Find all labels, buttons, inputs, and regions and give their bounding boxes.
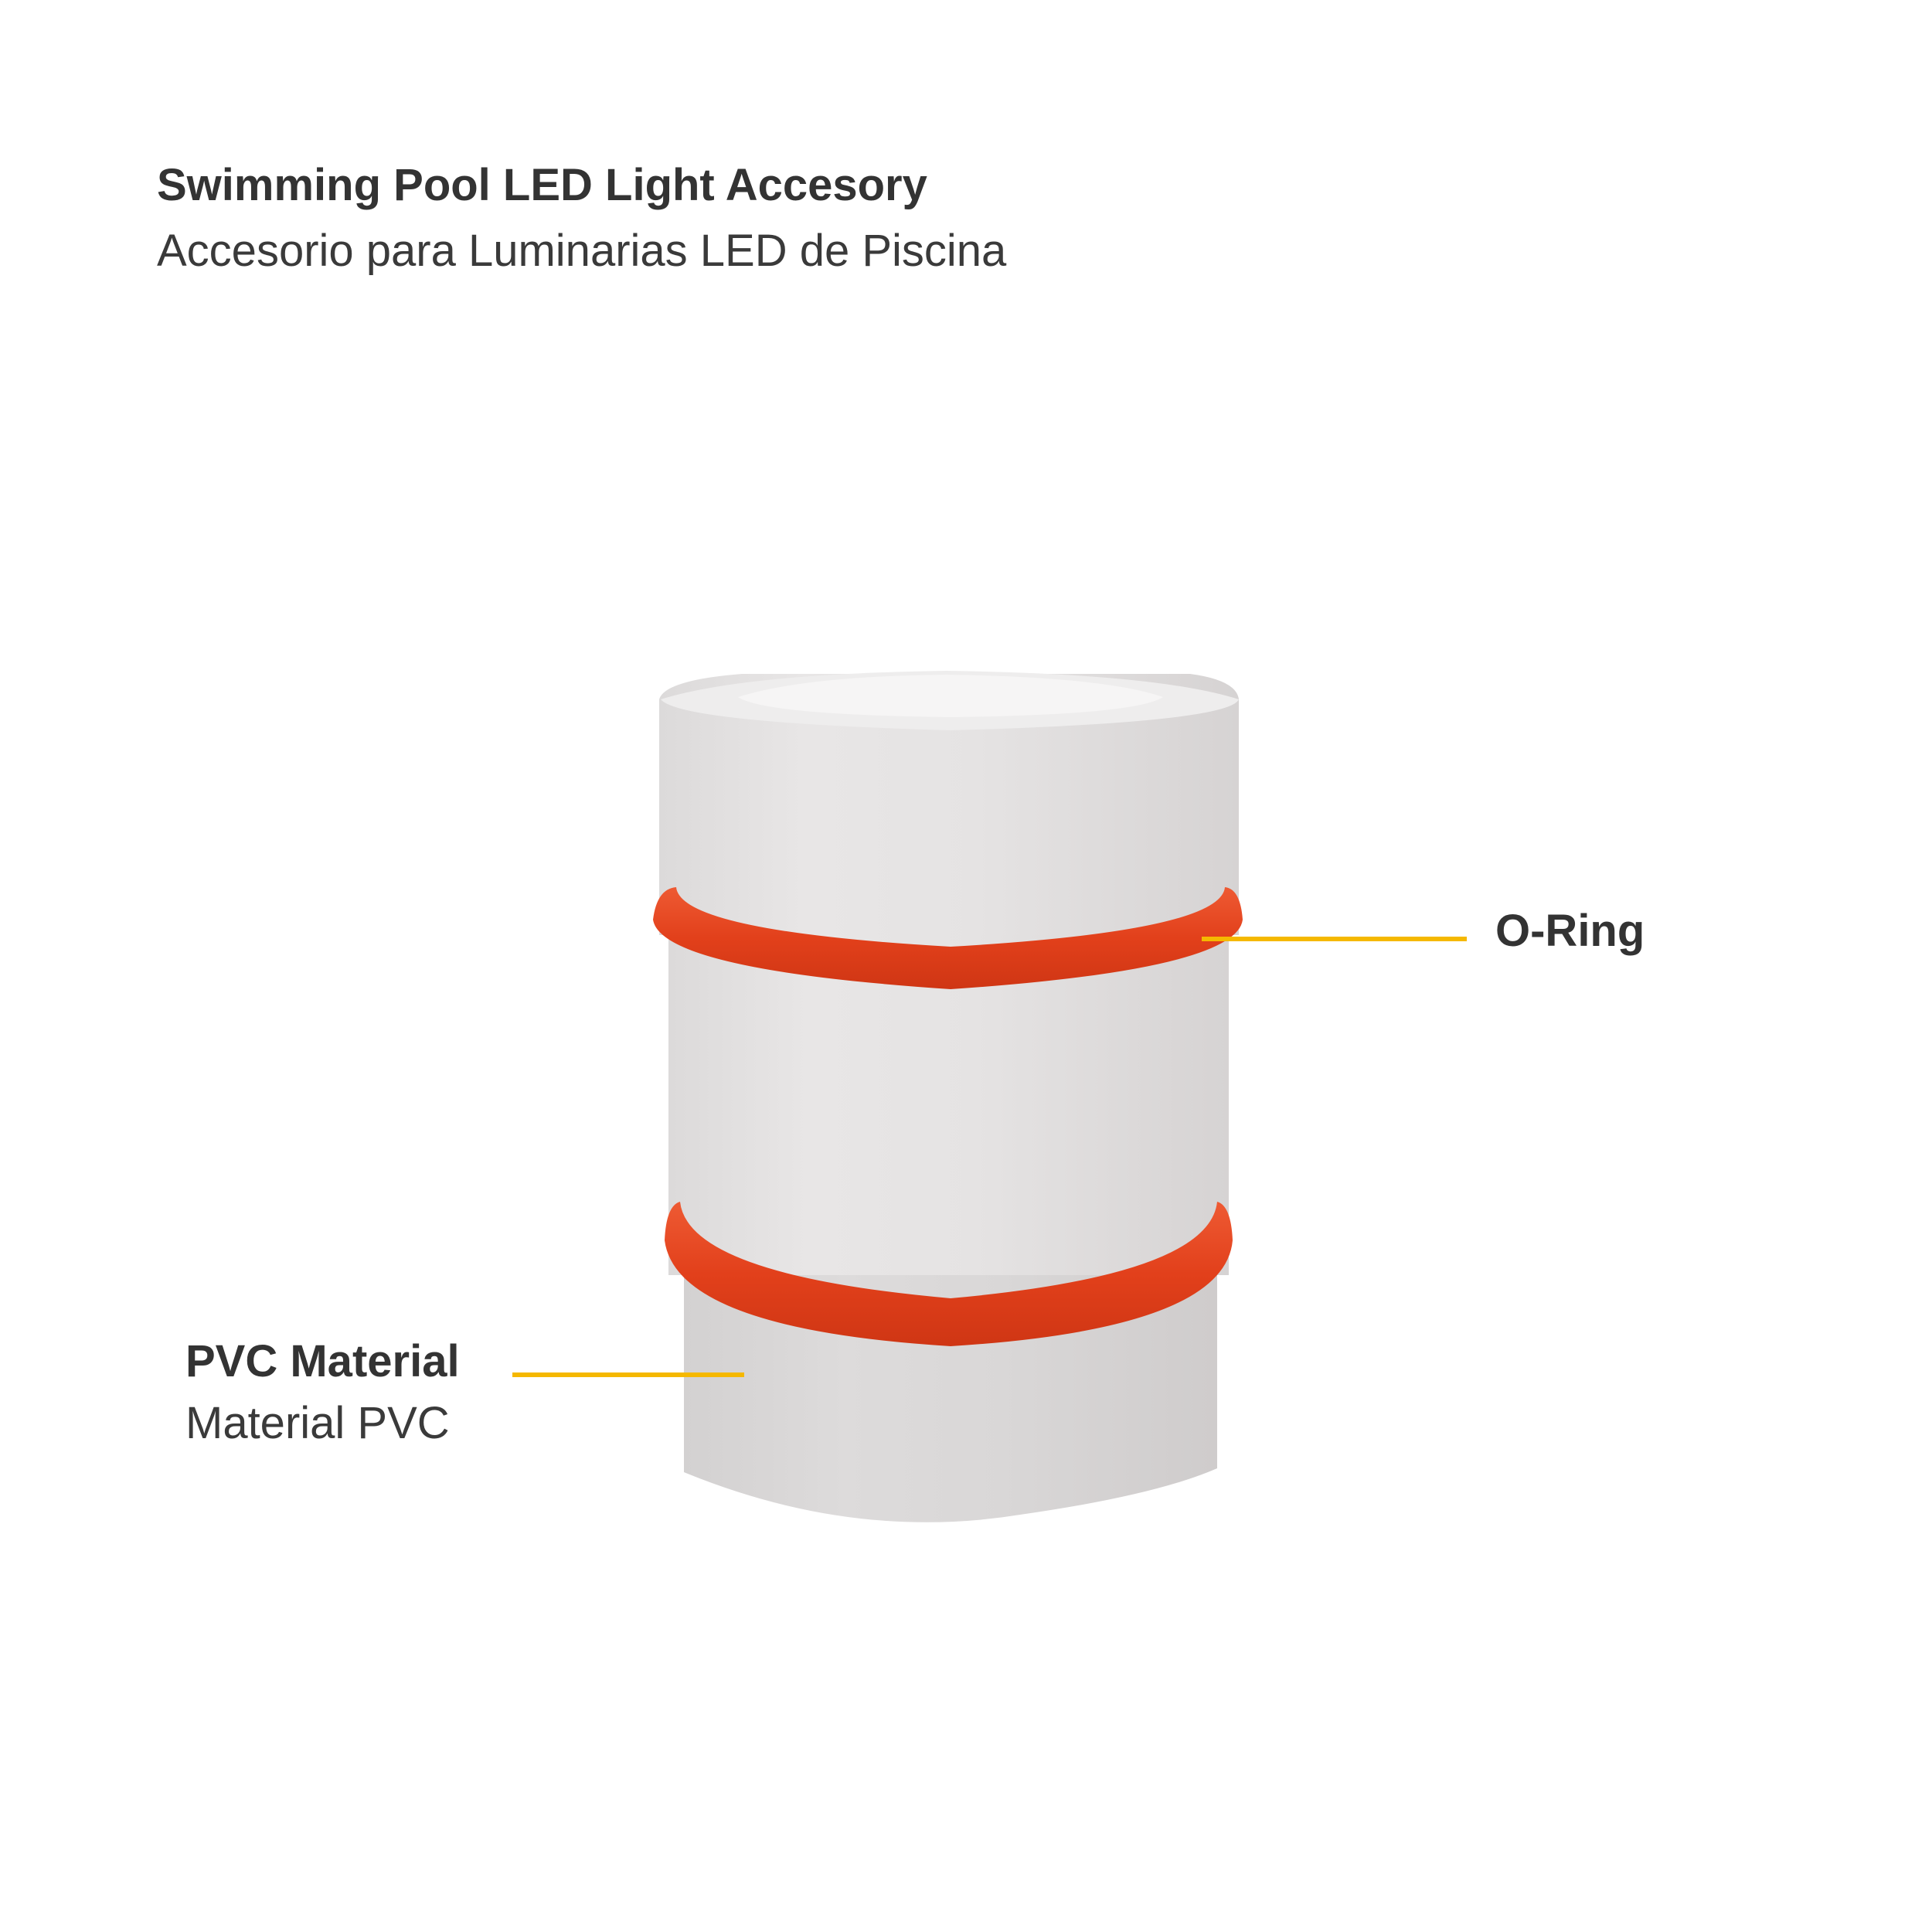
o-ring-callout-line [1202,937,1467,941]
o-ring-lower [665,1202,1233,1346]
pvc-body-middle [668,904,1229,1275]
pvc-body-lower [684,1267,1217,1522]
pvc-label: PVC Material [185,1336,460,1386]
pvc-callout: PVC Material Material PVC [185,1335,460,1458]
page-subtitle: Accesorio para Luminarias LED de Piscina [157,226,1007,276]
header: Swimming Pool LED Light Accesory Accesor… [157,155,1006,286]
o-ring-upper [653,887,1243,989]
page-title: Swimming Pool LED Light Accesory [157,160,927,210]
pvc-callout-line [512,1372,744,1377]
o-ring-label: O-Ring [1495,906,1645,956]
pvc-sublabel: Material PVC [185,1398,450,1448]
pvc-body-upper [659,671,1239,935]
